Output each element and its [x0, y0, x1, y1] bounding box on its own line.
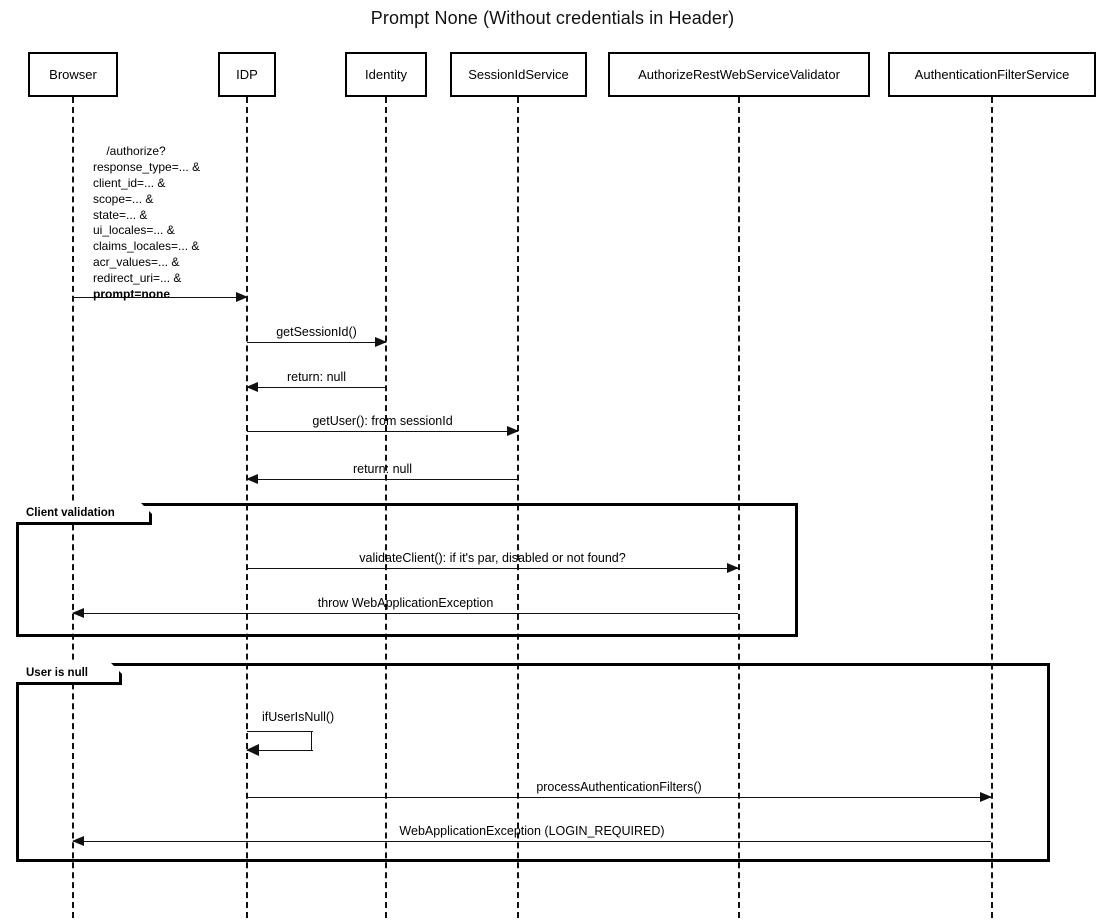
arrow-head: [727, 562, 739, 573]
arrow-line: [73, 613, 738, 614]
fragment-label-user-is-null: User is null: [16, 663, 122, 685]
lifeline-session: [517, 97, 519, 918]
participant-identity[interactable]: Identity: [345, 52, 427, 97]
participant-label: AuthenticationFilterService: [914, 67, 1070, 82]
label-text: ifUserIsNull(): [262, 710, 335, 724]
participant-label: AuthorizeRestWebServiceValidator: [638, 67, 840, 82]
message-label-get-user: getUser(): from sessionId: [247, 414, 518, 429]
fragment-label-text: Client validation: [26, 506, 115, 519]
participant-browser[interactable]: Browser: [28, 52, 118, 97]
arrow-line: [247, 797, 991, 798]
lifeline-identity: [385, 97, 387, 918]
arrow-line: [73, 297, 247, 298]
message-label-webapplicationexception-login-required: WebApplicationException (LOGIN_REQUIRED): [73, 824, 991, 839]
arrow-head: [246, 381, 258, 392]
arrow-line: [247, 431, 518, 432]
participant-label: SessionIdService: [468, 67, 569, 82]
participant-sessionidservice[interactable]: SessionIdService: [450, 52, 587, 97]
message-label-return-null-identity: return: null: [247, 370, 386, 385]
authorize-request-lines: /authorize? response_type=... & client_i…: [93, 143, 201, 286]
message-label-process-authentication-filters: processAuthenticationFilters(): [247, 780, 991, 795]
participant-authorizerestwebservicevalidator[interactable]: AuthorizeRestWebServiceValidator: [608, 52, 870, 97]
selfcall-right-line: [311, 731, 312, 750]
message-label-get-session-id: getSessionId(): [247, 325, 386, 340]
authorize-request-bold-line: prompt=none: [93, 287, 170, 302]
arrow-head: [72, 835, 84, 846]
selfcall-top-line: [247, 731, 313, 732]
arrow-head: [507, 425, 519, 436]
arrow-head: [72, 607, 84, 618]
label-text: validateClient(): if it's par, disabled …: [359, 551, 626, 565]
label-text: processAuthenticationFilters(): [536, 780, 702, 794]
fragment-label-client-validation: Client validation: [16, 503, 152, 525]
participant-authenticationfilterservice[interactable]: AuthenticationFilterService: [888, 52, 1096, 97]
participant-label: IDP: [236, 67, 258, 82]
selfcall-bottom-line: [247, 750, 313, 751]
fragment-label-text: User is null: [26, 666, 88, 679]
arrow-head: [246, 473, 258, 484]
selfcall-arrow-head: [246, 744, 259, 756]
label-text: getSessionId(): [276, 325, 357, 339]
message-label-if-user-is-null: ifUserIsNull(): [262, 710, 334, 725]
lifeline-authfilter: [991, 97, 993, 918]
message-selfcall-if-user-is-null: [246, 731, 313, 756]
arrow-line: [247, 568, 738, 569]
arrow-line: [247, 342, 386, 343]
label-text: return: null: [352, 462, 413, 476]
page-title: Prompt None (Without credentials in Head…: [370, 8, 735, 28]
label-text: WebApplicationException (LOGIN_REQUIRED): [399, 824, 665, 838]
lifeline-validator: [738, 97, 740, 918]
label-text: throw WebApplicationException: [317, 596, 494, 610]
fragment-client-validation: [16, 503, 798, 637]
message-label-authorize-request: /authorize? response_type=... & client_i…: [93, 128, 200, 319]
participant-label: Identity: [365, 67, 407, 82]
arrow-head: [980, 791, 992, 802]
label-text: getUser(): from sessionId: [312, 414, 453, 428]
message-label-validate-client: validateClient(): if it's par, disabled …: [247, 551, 738, 566]
label-text: return: null: [286, 370, 347, 384]
message-label-return-null-session: return: null: [247, 462, 518, 477]
arrow-head: [375, 336, 387, 347]
participant-label: Browser: [49, 67, 97, 82]
arrow-line: [247, 387, 386, 388]
arrow-head: [236, 291, 248, 302]
message-label-throw-webapplicationexception: throw WebApplicationException: [73, 596, 738, 611]
arrow-line: [247, 479, 518, 480]
participant-idp[interactable]: IDP: [218, 52, 276, 97]
fragment-user-is-null: [16, 663, 1050, 862]
arrow-line: [73, 841, 991, 842]
lifeline-idp: [246, 97, 248, 918]
